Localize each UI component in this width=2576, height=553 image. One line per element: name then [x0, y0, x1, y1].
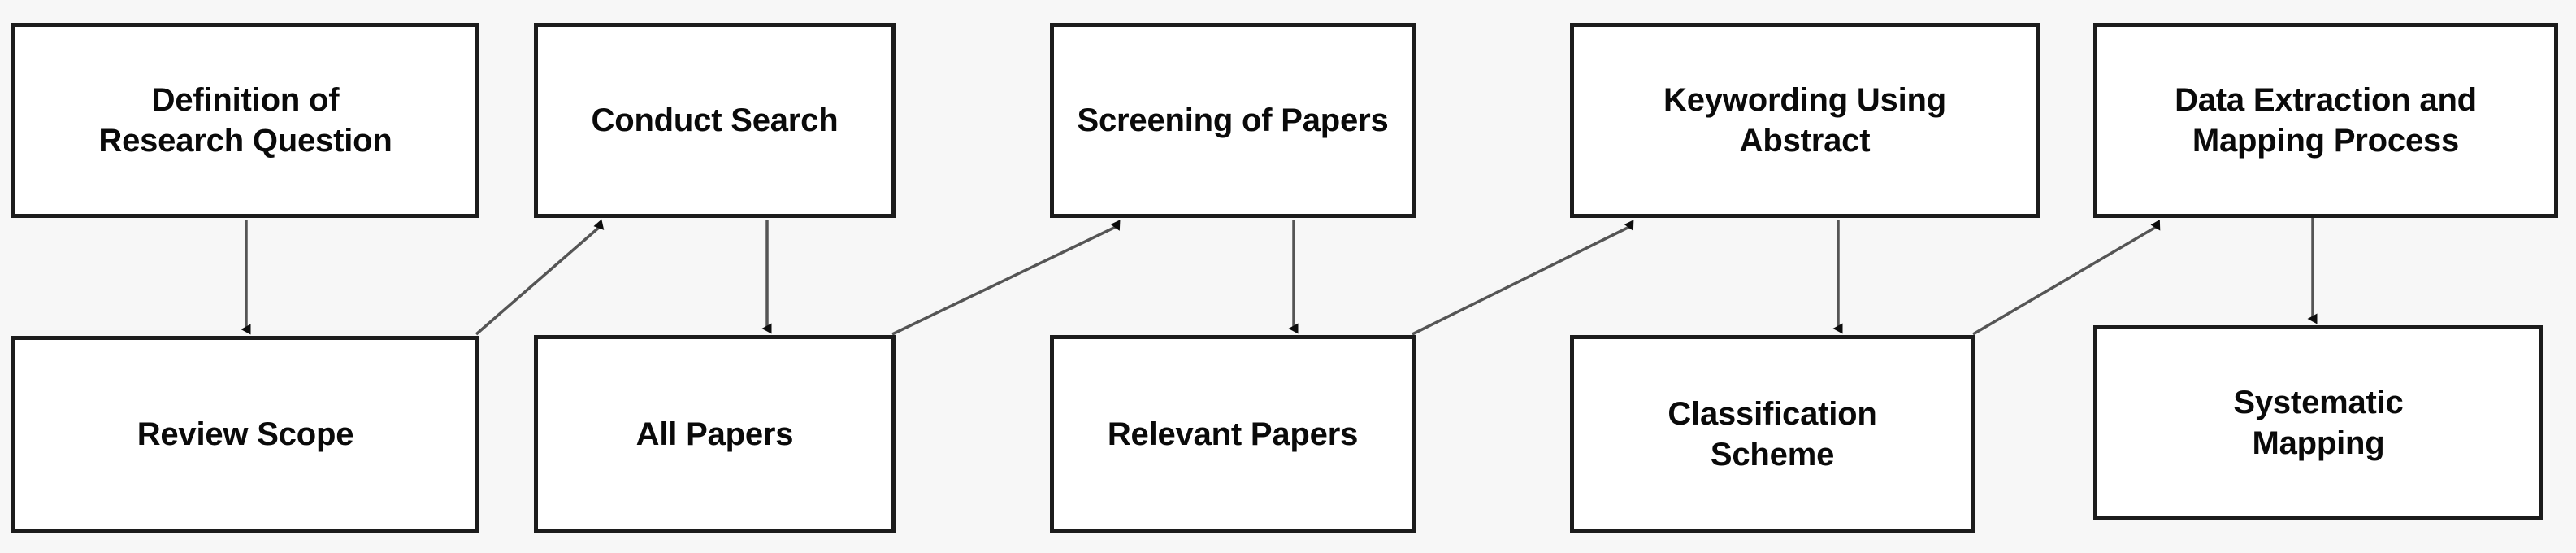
node-label: Data Extraction and Mapping Process: [2175, 82, 2477, 159]
node-keywording-using-abstract[interactable]: Keywording Using Abstract: [1570, 23, 2040, 218]
node-classification-scheme[interactable]: Classification Scheme: [1570, 335, 1975, 533]
node-label: Screening of Papers: [1077, 102, 1389, 138]
node-label: Systematic Mapping: [2233, 385, 2404, 461]
node-all-papers[interactable]: All Papers: [534, 335, 896, 533]
node-screening-of-papers[interactable]: Screening of Papers: [1050, 23, 1416, 218]
node-conduct-search[interactable]: Conduct Search: [534, 23, 896, 218]
node-label: All Papers: [635, 416, 794, 452]
node-systematic-mapping[interactable]: Systematic Mapping: [2093, 325, 2543, 520]
node-relevant-papers[interactable]: Relevant Papers: [1050, 335, 1416, 533]
node-label: Conduct Search: [591, 102, 839, 138]
node-label: Keywording Using Abstract: [1663, 82, 1946, 159]
node-definition-of-research-question[interactable]: Definition of Research Question: [11, 23, 479, 218]
node-label: Classification Scheme: [1667, 395, 1877, 472]
node-label: Relevant Papers: [1107, 416, 1359, 452]
node-review-scope[interactable]: Review Scope: [11, 336, 479, 533]
node-label: Definition of Research Question: [98, 82, 392, 159]
node-label: Review Scope: [137, 416, 354, 452]
node-data-extraction-and-mapping-process[interactable]: Data Extraction and Mapping Process: [2093, 23, 2558, 218]
